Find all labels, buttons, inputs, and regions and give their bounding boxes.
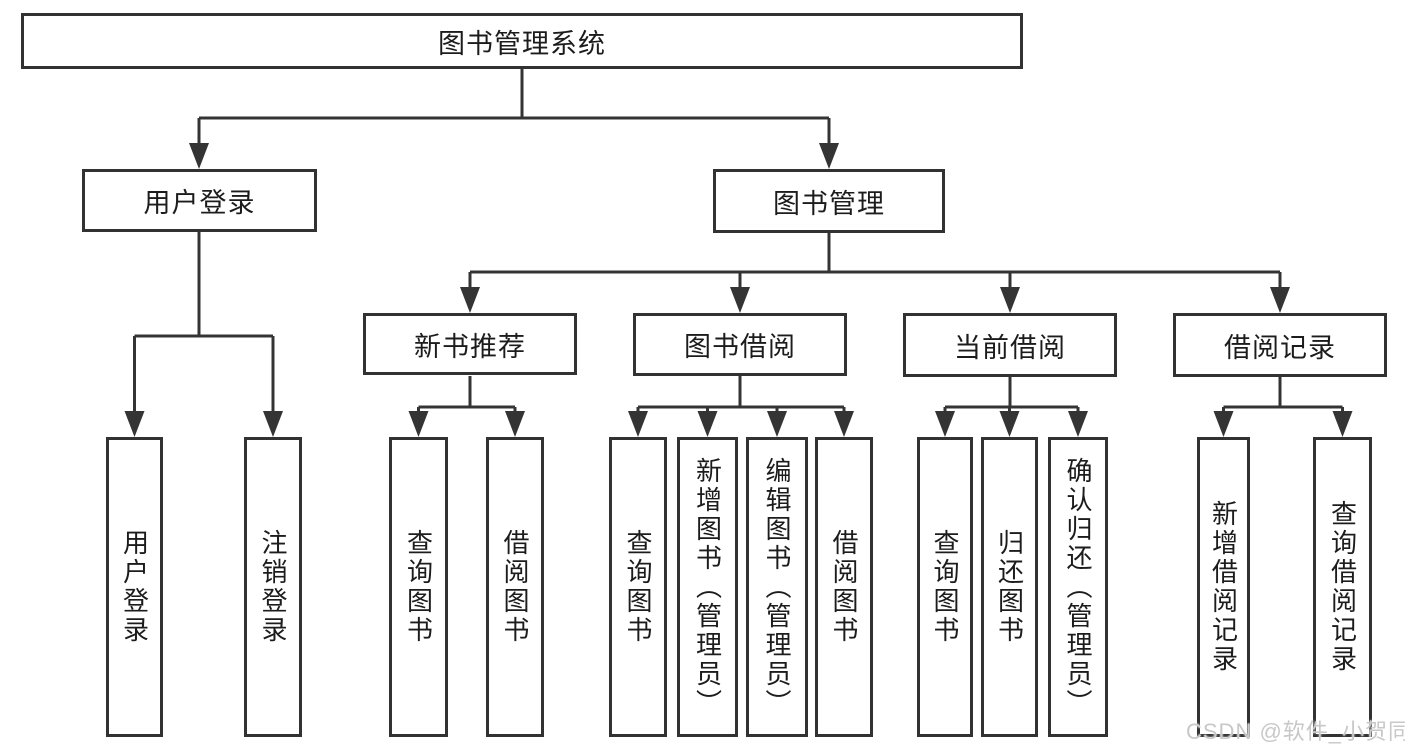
node-borrow-books-1: 借阅图书 xyxy=(486,437,544,737)
node-borrow-books-2: 借阅图书 xyxy=(815,437,873,737)
node-book-management: 图书管理 xyxy=(713,169,945,233)
node-user-login: 用户登录 xyxy=(82,169,317,232)
node-label: 借阅记录 xyxy=(1224,332,1336,363)
node-book-borrow: 图书借阅 xyxy=(633,313,847,376)
node-label: 查询图书 xyxy=(403,529,434,645)
node-confirm-return-admin: 确认归还（管理员） xyxy=(1048,437,1108,737)
csdn-watermark: CSDN @软件_小贺同学 xyxy=(1186,719,1405,744)
node-query-borrow-record: 查询借阅记录 xyxy=(1313,437,1372,737)
node-label: 确认归还（管理员） xyxy=(1063,456,1093,718)
node-label: 编辑图书（管理员） xyxy=(762,456,792,718)
node-add-borrow-record: 新增借阅记录 xyxy=(1197,437,1250,737)
node-label: 图书借阅 xyxy=(684,332,796,362)
node-label: 借阅图书 xyxy=(500,529,530,645)
node-label: 注销登录 xyxy=(258,529,288,645)
node-new-book-recommend: 新书推荐 xyxy=(363,313,577,375)
node-label: 新增图书（管理员） xyxy=(692,456,723,718)
node-current-borrow: 当前借阅 xyxy=(903,313,1117,377)
node-label: 图书管理 xyxy=(773,188,885,219)
node-query-books-1: 查询图书 xyxy=(389,437,448,737)
node-label: 当前借阅 xyxy=(954,332,1066,363)
node-query-books-3: 查询图书 xyxy=(917,437,973,737)
node-label: 查询图书 xyxy=(930,529,960,645)
node-logout: 注销登录 xyxy=(244,437,302,737)
node-label: 归还图书 xyxy=(994,529,1025,645)
arrowheads xyxy=(124,143,1353,437)
node-label: 查询借阅记录 xyxy=(1327,500,1358,674)
node-borrow-records: 借阅记录 xyxy=(1173,313,1387,377)
node-library-management-system: 图书管理系统 xyxy=(21,13,1023,69)
node-query-books-2: 查询图书 xyxy=(609,437,667,737)
node-edit-books-admin: 编辑图书（管理员） xyxy=(746,437,808,737)
node-return-books: 归还图书 xyxy=(981,437,1038,737)
node-label: 图书管理系统 xyxy=(438,28,606,59)
node-add-books-admin: 新增图书（管理员） xyxy=(677,437,738,737)
node-label: 用户登录 xyxy=(119,529,150,645)
node-label: 新增借阅记录 xyxy=(1208,500,1239,674)
node-label: 查询图书 xyxy=(623,529,653,645)
node-label: 借阅图书 xyxy=(829,529,859,645)
node-label: 新书推荐 xyxy=(414,331,526,362)
node-label: 用户登录 xyxy=(143,188,256,218)
node-user-login-leaf: 用户登录 xyxy=(106,437,163,737)
